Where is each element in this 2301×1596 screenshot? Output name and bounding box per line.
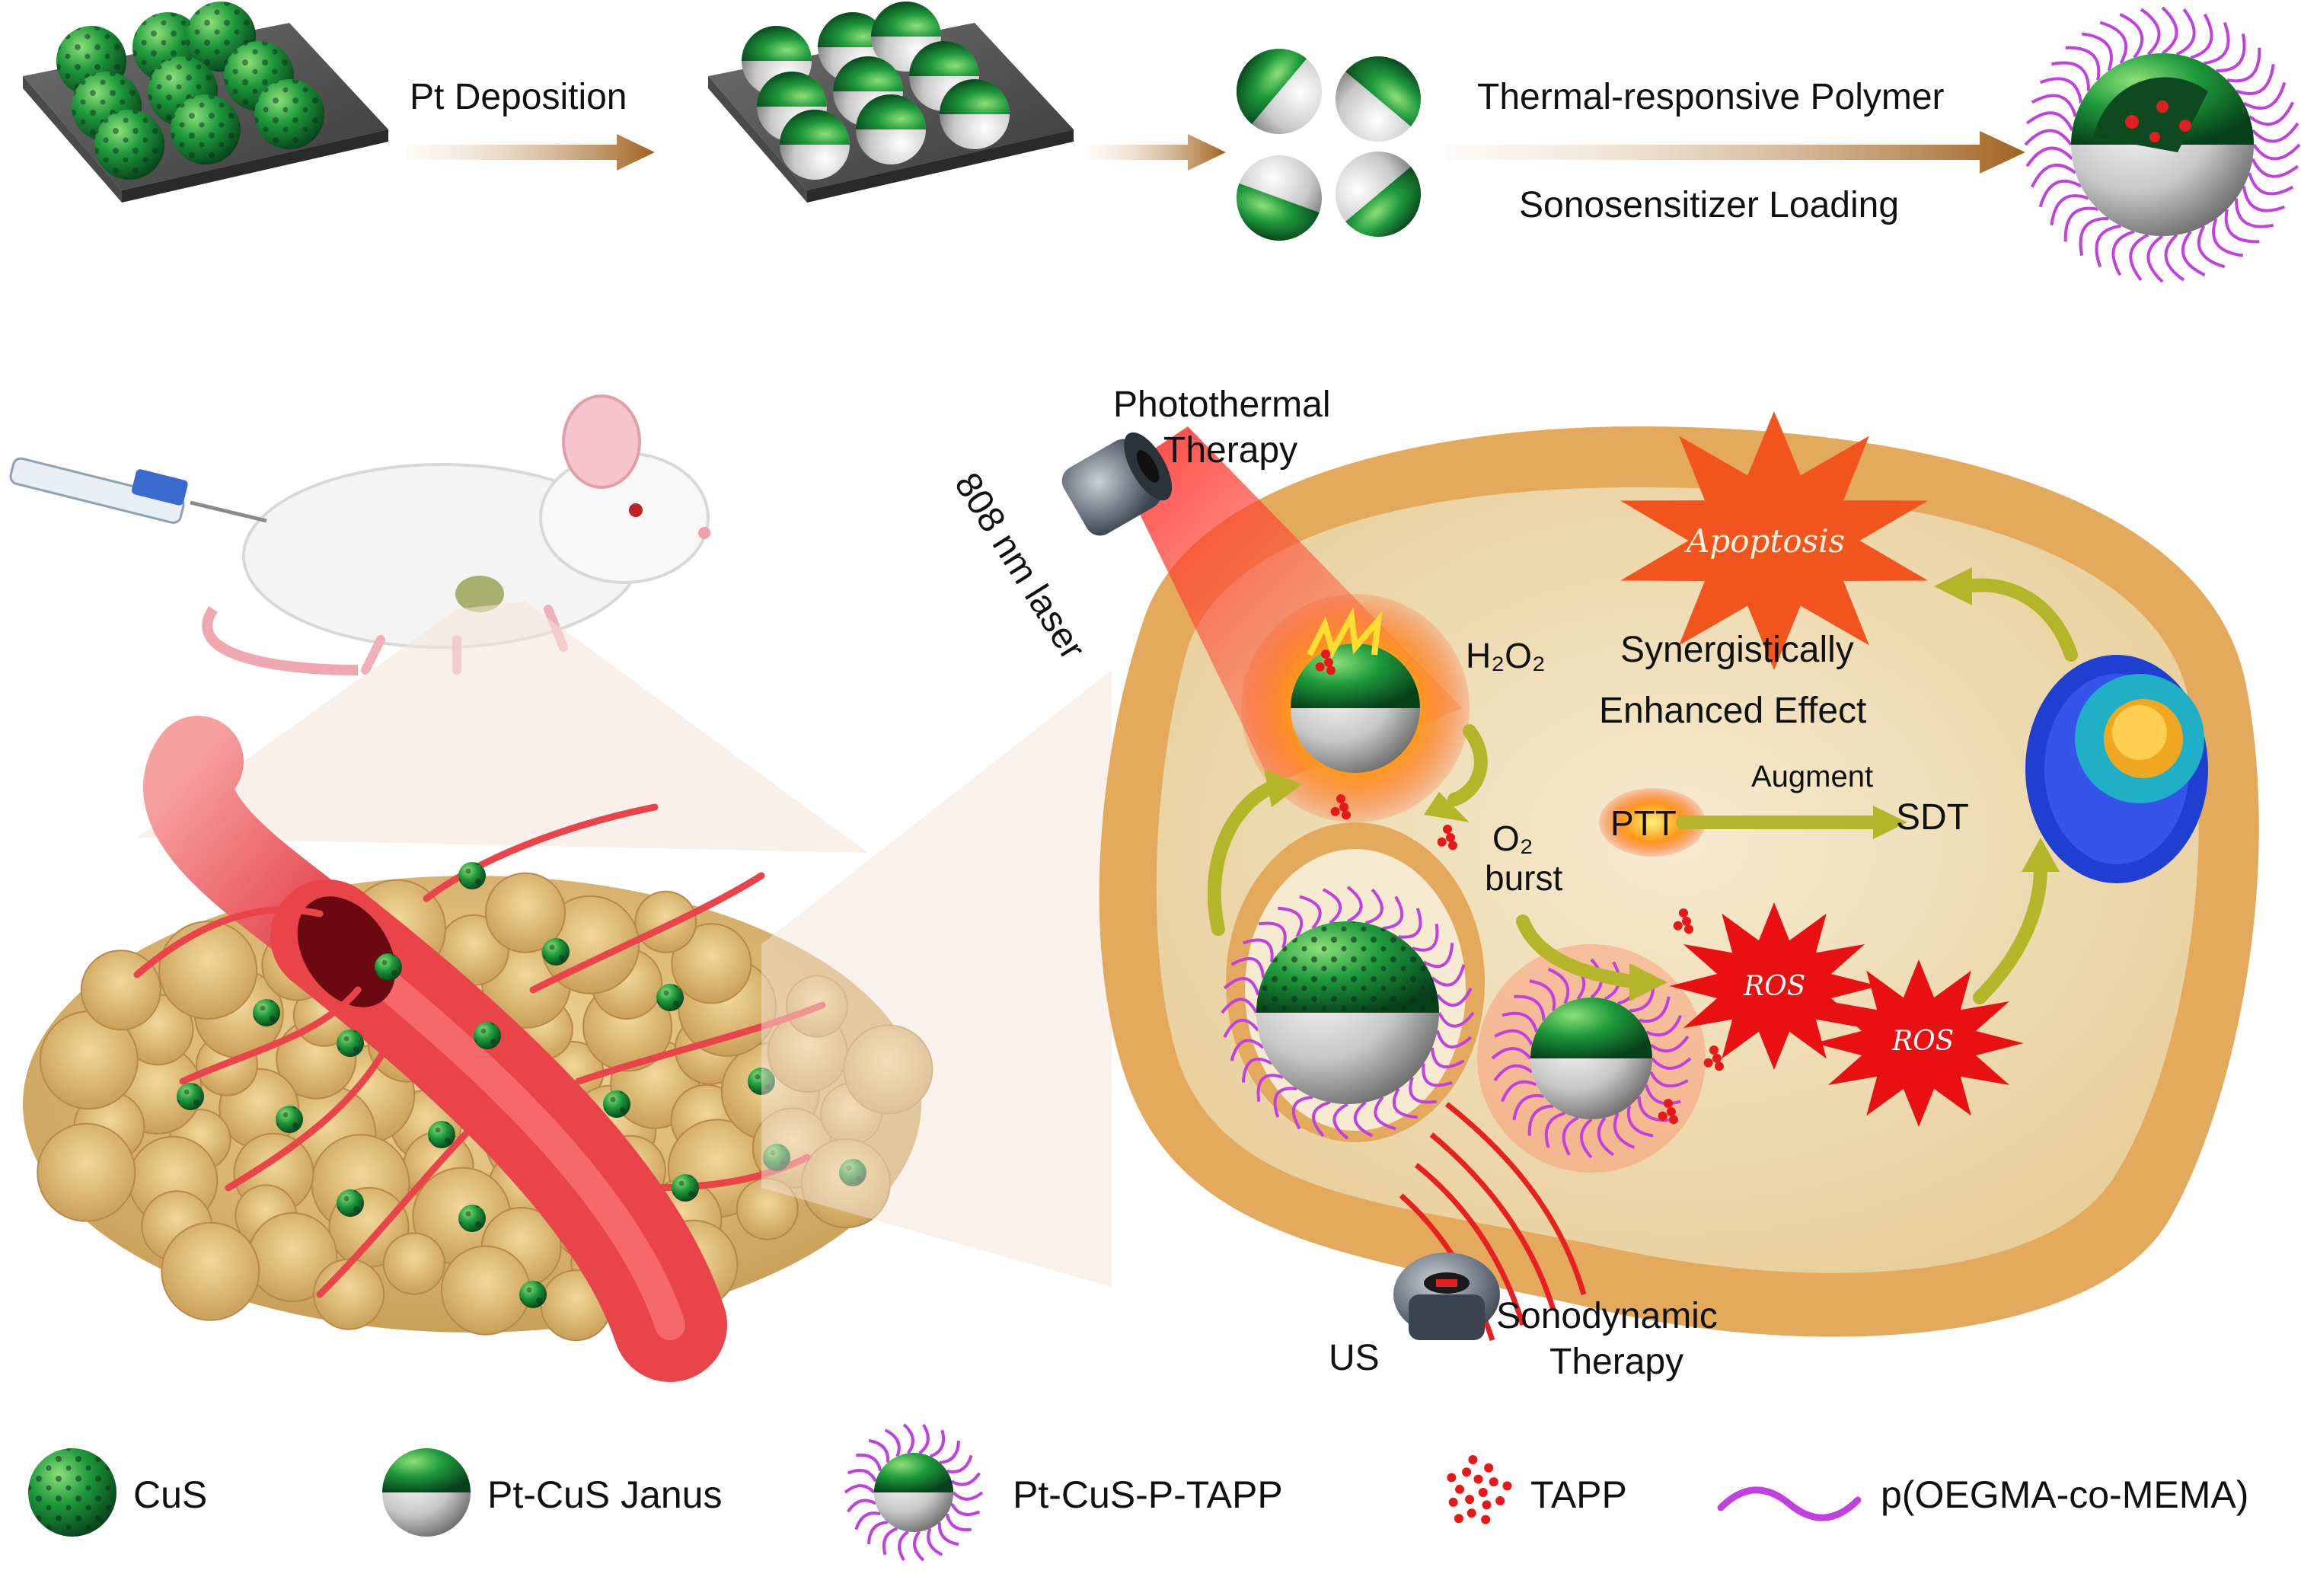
cus-sphere — [375, 953, 402, 981]
top-row-scheme — [23, 2, 2301, 283]
sdt-label: SDT — [1896, 797, 1969, 838]
sonicated-particle — [1477, 944, 1706, 1173]
ros-label-2: ROS — [1892, 1026, 1955, 1057]
step3-arrow — [1447, 131, 2025, 174]
legend-tapp-label: TAPP — [1530, 1473, 1627, 1516]
step3-label-bottom: Sonosensitizer Loading — [1519, 185, 1900, 225]
laser-title-line1: Photothermal — [1113, 385, 1331, 425]
legend-p-tapp-label: Pt-CuS-P-TAPP — [1013, 1473, 1283, 1516]
synergy-line1: Synergistically — [1620, 630, 1854, 670]
cus-sphere — [337, 1029, 364, 1057]
janus-sphere — [856, 94, 926, 164]
cus-sphere — [276, 1106, 303, 1133]
us-label: US — [1329, 1338, 1380, 1378]
cus-sphere — [458, 1205, 486, 1232]
augment-label: Augment — [1751, 760, 1874, 793]
cus-sphere — [603, 1090, 630, 1118]
ptt-label: PTT — [1610, 803, 1677, 843]
tapp-molecules — [1315, 649, 1724, 1125]
legend-cus-icon — [28, 1448, 116, 1537]
h2o2-label: H₂O₂ — [1466, 636, 1546, 675]
legend — [28, 1423, 1862, 1562]
cus-sphere — [672, 1174, 699, 1202]
o2-label: O₂ — [1492, 819, 1533, 858]
ptt-glow — [1599, 788, 1706, 857]
cus-sphere — [428, 1121, 455, 1148]
step3-label-top: Thermal-responsive Polymer — [1477, 77, 1945, 117]
cus-sphere — [542, 938, 570, 966]
free-janus-particles — [1237, 49, 1421, 241]
heated-particle — [1241, 594, 1470, 822]
cus-sphere — [656, 984, 684, 1011]
ultrasound-device-icon — [1393, 1253, 1500, 1340]
cus-sphere — [94, 110, 164, 180]
step1-label: Pt Deposition — [410, 77, 627, 117]
janus-sphere — [1237, 49, 1322, 134]
burst-label: burst — [1485, 858, 1563, 898]
janus-sphere — [1237, 155, 1322, 241]
cus-sphere — [458, 862, 486, 889]
laser-device-icon — [1061, 432, 1173, 536]
apoptosis-burst — [1620, 411, 1929, 670]
cus-sphere — [254, 79, 324, 149]
cus-sphere — [337, 1189, 364, 1217]
cus-sphere — [253, 999, 280, 1026]
mouse-illustration — [9, 394, 868, 853]
er-organelle — [2025, 655, 2208, 883]
legend-cus-label: CuS — [133, 1473, 208, 1516]
legend-p-tapp-icon — [844, 1423, 984, 1562]
sono-line2: Therapy — [1549, 1342, 1684, 1382]
ros-burst-1 — [1669, 902, 1879, 1070]
substrate-cus — [23, 2, 388, 203]
step2-arrow — [1089, 134, 1226, 171]
legend-janus-label: Pt-CuS Janus — [487, 1473, 723, 1516]
cus-sphere — [177, 1083, 204, 1110]
legend-tapp-icon — [1447, 1455, 1512, 1524]
janus-sphere — [1336, 56, 1421, 142]
step1-arrow — [407, 134, 655, 171]
ros-label-1: ROS — [1744, 971, 1806, 1002]
cus-sphere — [171, 94, 241, 164]
syringe-icon — [9, 457, 267, 525]
janus-sphere — [780, 110, 850, 180]
ros-burst-2 — [1814, 959, 2024, 1127]
endocytosed-particle — [1221, 886, 1475, 1140]
janus-sphere — [1336, 152, 1421, 237]
janus-sphere — [940, 79, 1010, 149]
cell-arrows — [1207, 578, 2078, 1004]
cell-arrowheads — [1264, 567, 2060, 1001]
legend-polymer-icon — [1717, 1486, 1862, 1521]
legend-janus-icon — [382, 1448, 471, 1537]
cus-sphere — [519, 1281, 547, 1308]
sono-line1: Sonodynamic — [1496, 1296, 1718, 1336]
synergy-line2: Enhanced Effect — [1599, 691, 1867, 731]
substrate-janus — [708, 2, 1074, 203]
pt-cus-p-tapp-particle — [2024, 6, 2301, 283]
tumor-tissue — [23, 670, 1112, 1382]
laser-title-line2: Therapy — [1163, 430, 1298, 471]
legend-polymer-label: p(OEGMA-co-MEMA) — [1881, 1473, 2249, 1516]
cus-sphere — [474, 1022, 501, 1049]
apoptosis-label: Apoptosis — [1687, 522, 1846, 560]
